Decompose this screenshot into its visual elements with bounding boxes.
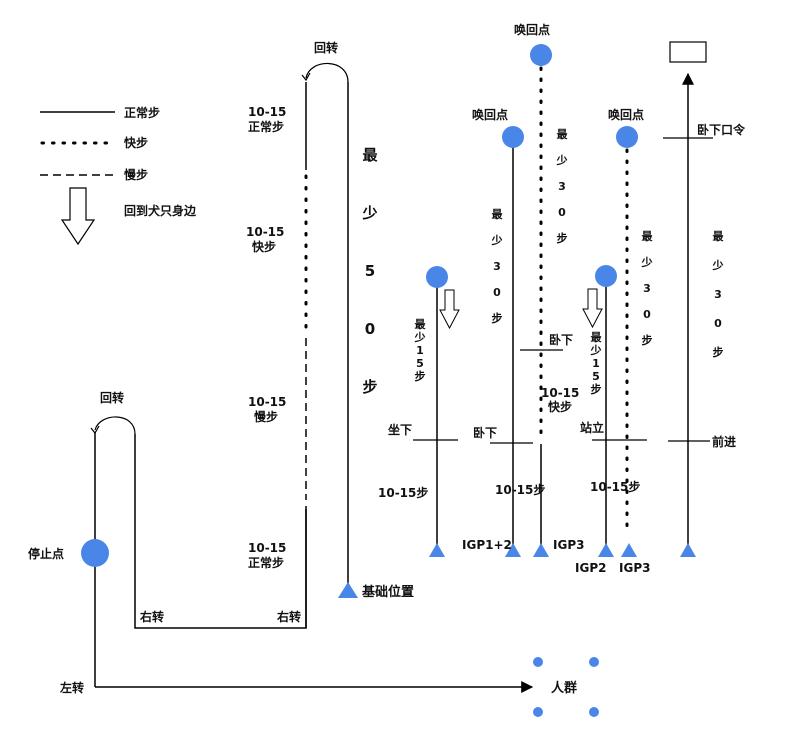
lie-down-command-label: 卧下口令	[697, 122, 746, 137]
igp3-label-a: IGP3	[553, 538, 584, 552]
seg-slow-sub: 慢步	[254, 409, 278, 424]
down-steps-label: 10-15步	[495, 482, 545, 497]
crowd-markers	[533, 657, 599, 717]
stand-label: 站立	[580, 420, 604, 435]
top-about-turn-arrowhead-icon	[301, 72, 311, 82]
seg-normal-bottom-sub: 正常步	[248, 555, 284, 570]
sit-steps-label: 10-15步	[378, 485, 428, 500]
legend: 正常步 快步 慢步 回到犬只身边	[40, 105, 197, 246]
recall-point-marker-icon	[502, 126, 524, 148]
igp2-label: IGP2	[575, 561, 606, 575]
legend-down-arrow-icon	[60, 187, 96, 246]
seg-slow-label: 10-15	[248, 395, 286, 409]
stop-point-marker-icon	[81, 539, 109, 567]
fast-1015-label: 10-15	[541, 386, 579, 400]
left-turn-label: 左转	[59, 680, 84, 695]
left-about-turn-arc-icon	[94, 416, 136, 435]
top-about-turn-arc-icon	[305, 62, 349, 83]
igp3-b-start-marker-icon	[621, 543, 637, 557]
crowd-dot-icon	[533, 707, 543, 717]
recall-label-c: 唤回点	[608, 107, 644, 122]
igp2-start-marker-icon	[598, 543, 614, 557]
legend-normal-label: 正常步	[124, 105, 160, 120]
igp12-label: IGP1+2	[462, 538, 512, 552]
return-arrow-icon	[439, 289, 460, 330]
stand-handler-marker-icon	[595, 265, 617, 287]
sit-start-marker-icon	[429, 543, 445, 557]
fast-1015-sub: 快步	[548, 399, 572, 414]
igp12-start-marker-icon	[505, 543, 521, 557]
seg-normal-top-sub: 正常步	[248, 119, 284, 134]
recall-point-marker-icon	[530, 44, 552, 66]
crowd-dot-icon	[533, 657, 543, 667]
about-turn-label-left: 回转	[100, 390, 124, 405]
crowd-dot-icon	[589, 707, 599, 717]
igp3-label-b: IGP3	[619, 561, 650, 575]
down-label-1: 卧下	[473, 426, 497, 440]
right-turn-label-1: 右转	[139, 609, 164, 624]
stop-point-label: 停止点	[28, 546, 64, 561]
legend-fast-label: 快步	[124, 135, 148, 150]
seg-normal-bottom-label: 10-15	[248, 541, 286, 555]
left-loop-path	[134, 434, 307, 629]
base-position-label: 基础位置	[361, 584, 414, 600]
recall-point-marker-icon	[616, 126, 638, 148]
legend-slow-label: 慢步	[124, 167, 148, 182]
recall-label-b: 唤回点	[514, 22, 550, 37]
seg-fast-label: 10-15	[246, 225, 284, 239]
crowd-label: 人群	[551, 680, 577, 696]
seg-normal-top-label: 10-15	[248, 105, 286, 119]
legend-return-label: 回到犬只身边	[124, 203, 197, 218]
crowd-dot-icon	[589, 657, 599, 667]
sit-label: 坐下	[388, 422, 412, 437]
igp3-start-marker-icon	[533, 543, 549, 557]
sit-handler-marker-icon	[426, 266, 448, 288]
recall-label-a: 唤回点	[472, 107, 508, 122]
target-box	[669, 41, 707, 63]
return-arrow-icon	[582, 288, 603, 329]
about-turn-label-top: 回转	[314, 40, 338, 55]
seg-fast-sub: 快步	[252, 239, 276, 254]
main-straight: 10-15 正常步 10-15 快步 10-15 慢步 10-15 正常步 回转…	[246, 40, 414, 628]
base-position-marker-icon	[338, 582, 358, 598]
stand-steps-label: 10-15步	[590, 479, 640, 494]
send-away-start-marker-icon	[680, 543, 696, 557]
down-label-2: 卧下	[549, 333, 573, 347]
left-about-turn-arrowhead-icon	[90, 425, 100, 435]
forward-label: 前进	[712, 434, 736, 449]
right-turn-label-2: 右转	[276, 609, 301, 624]
